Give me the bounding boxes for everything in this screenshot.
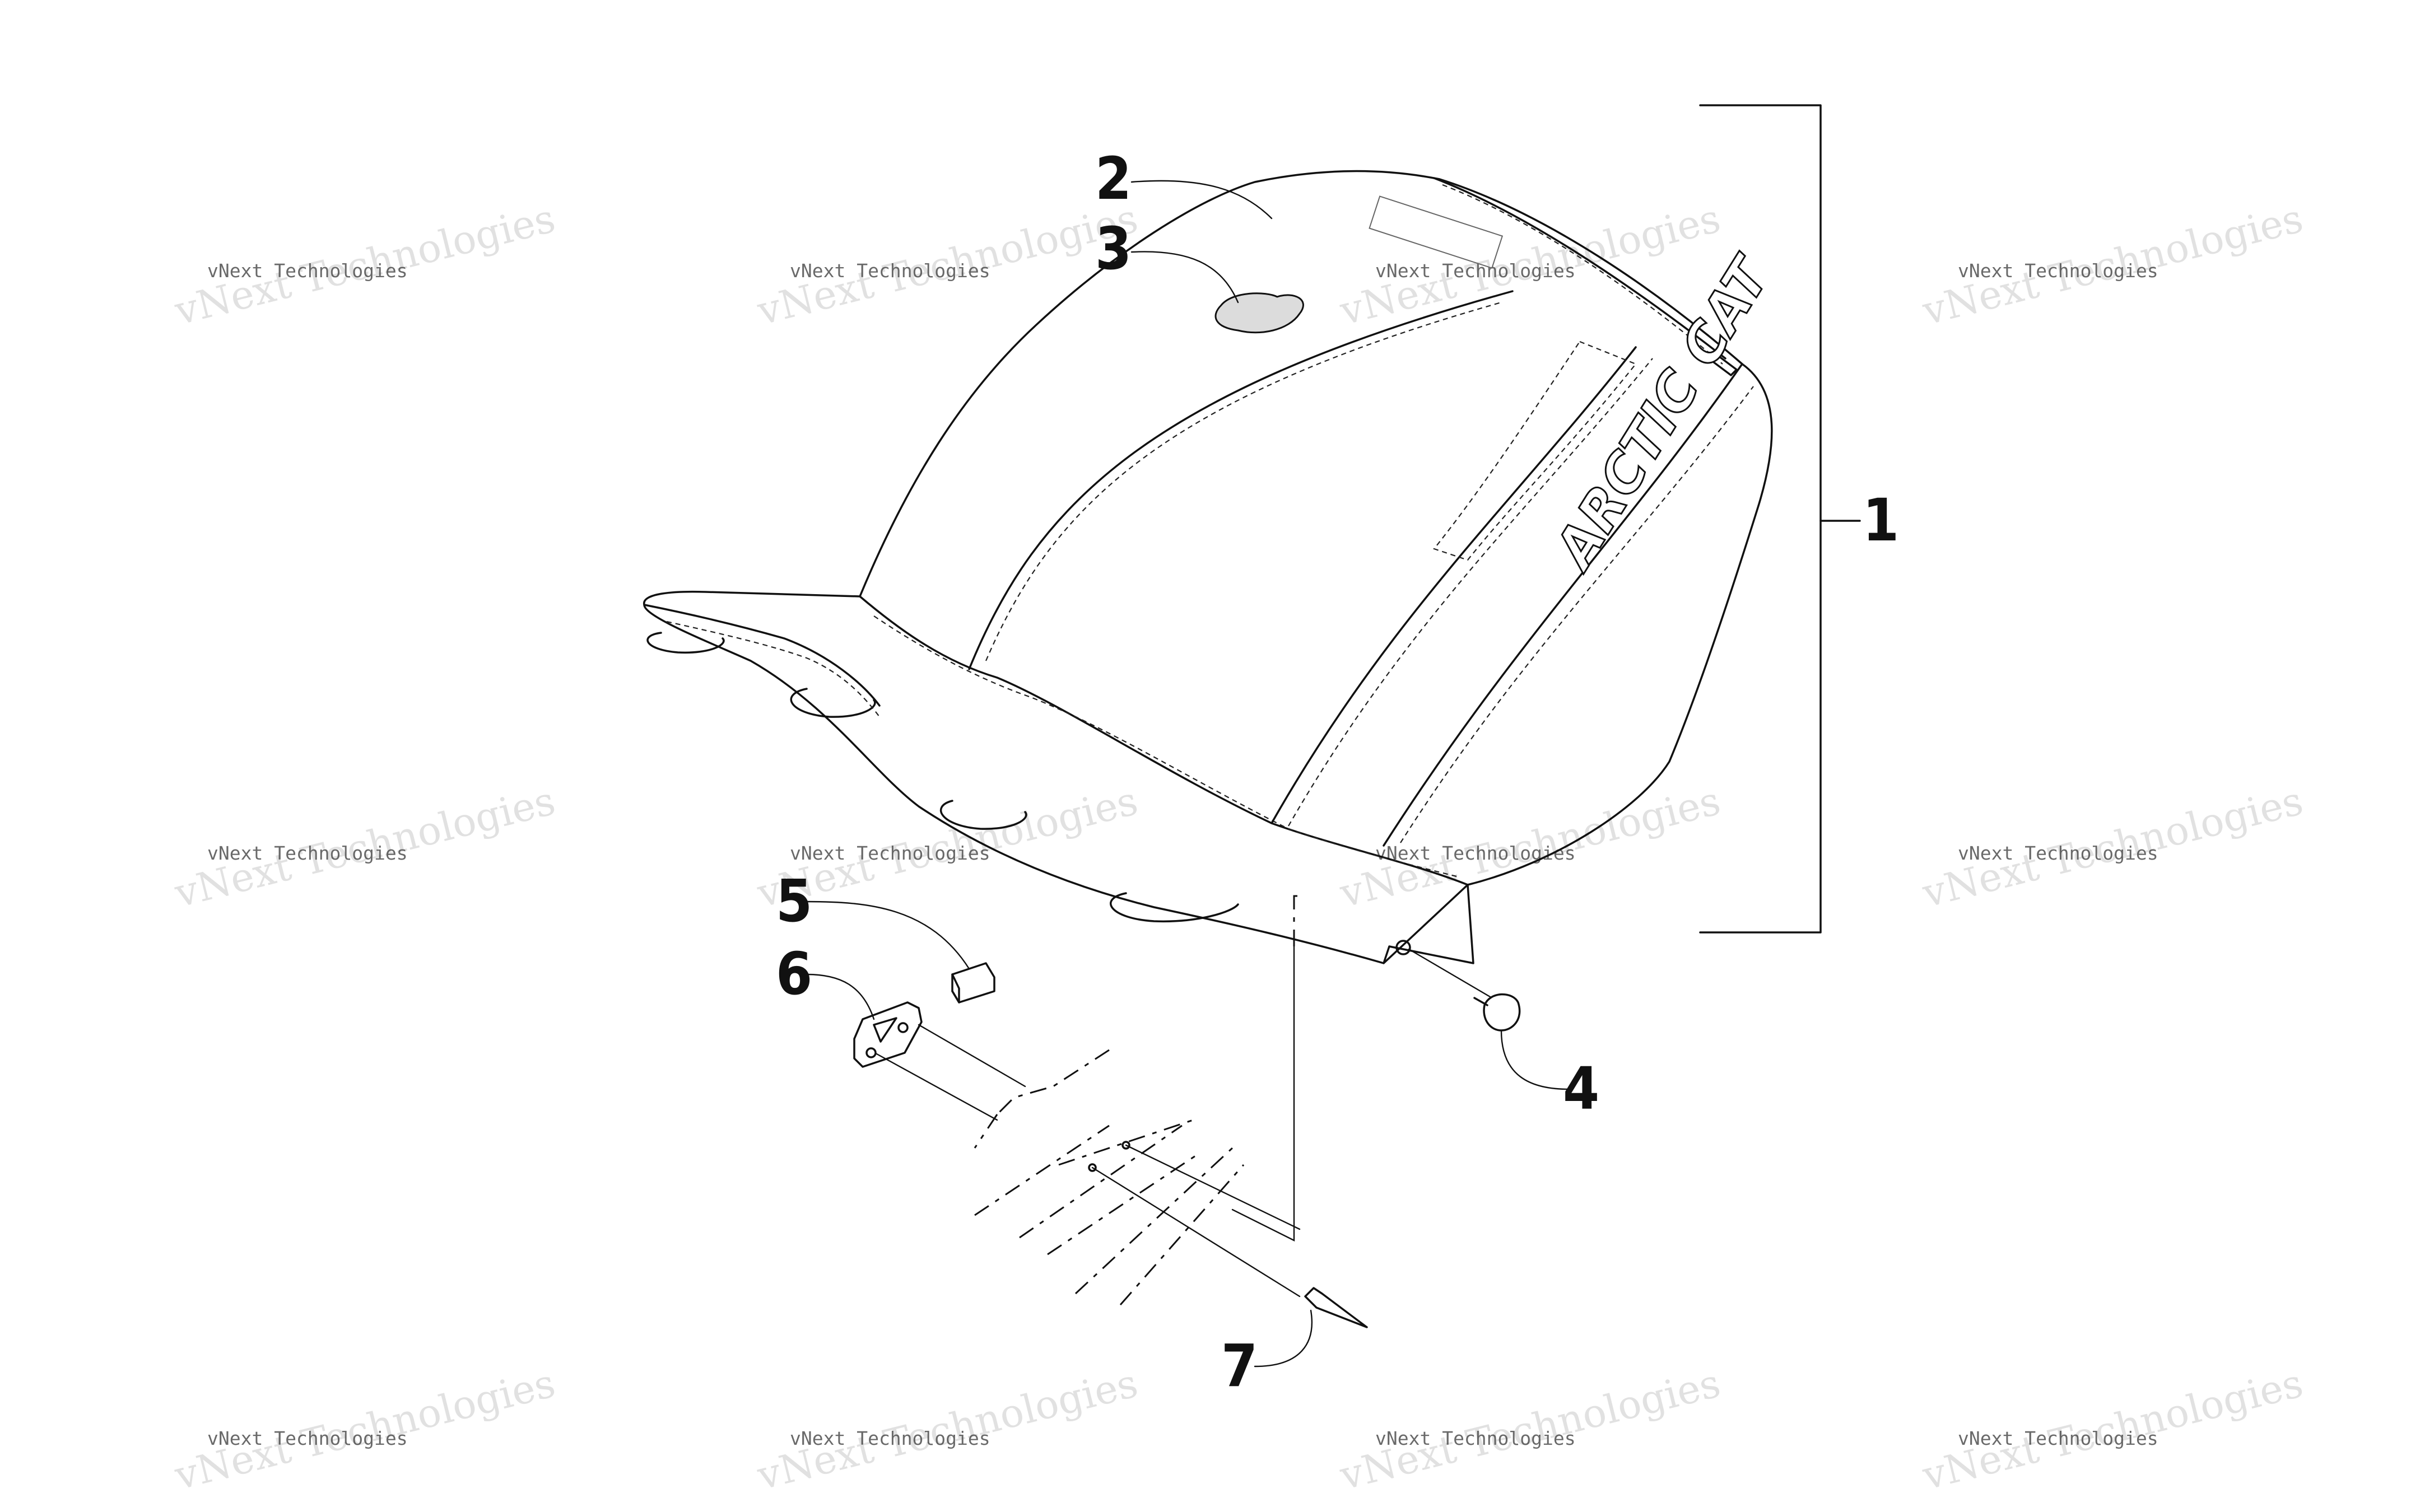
seat-label-patch (1214, 292, 1304, 334)
watermark-small-text: vNext Technologies (207, 1427, 408, 1449)
bracket-line (1699, 104, 1822, 934)
seat-underside-bump (790, 688, 876, 718)
watermark-small-text: vNext Technologies (1958, 260, 2158, 282)
seat-underside-bump (1110, 892, 1239, 923)
surface-dash (974, 1114, 998, 1149)
watermark-small-text: vNext Technologies (207, 842, 408, 864)
seat-underside-bump (940, 800, 1027, 830)
plate-leader-line (918, 1024, 1026, 1088)
seat-rear-corner (1383, 884, 1474, 964)
surface-dash (1047, 1152, 1199, 1256)
screw-shank (1473, 997, 1488, 1006)
callouts: 1 2 3 4 5 6 7 (776, 144, 1899, 1400)
watermark-small-text: vNext Technologies (790, 260, 990, 282)
surface-dash (1293, 895, 1300, 946)
clip-face (951, 973, 960, 1004)
seat-zipper (1433, 177, 1726, 360)
plate-hole (897, 1022, 909, 1033)
seat-stitch-line (873, 615, 1457, 878)
part-plate (853, 1001, 1026, 1121)
part-rivet (1088, 945, 1368, 1328)
surface-dash (996, 1049, 1110, 1116)
leader-7 (1254, 1309, 1313, 1368)
callout-5: 5 (776, 867, 812, 935)
leader-4 (1500, 1029, 1570, 1090)
watermark-small-text: vNext Technologies (790, 842, 990, 864)
callout-7: 7 (1221, 1332, 1258, 1400)
watermark-small-text: vNext Technologies (207, 260, 408, 282)
plate-triangle-hole (873, 1017, 897, 1043)
seat-underside-bump (646, 632, 725, 654)
leader-5 (806, 900, 970, 970)
plate-hole (865, 1047, 877, 1058)
surface-dash (1058, 1119, 1194, 1166)
leader-2 (1130, 180, 1273, 220)
seat-side-panel (968, 290, 1514, 670)
zipper-pull (1707, 352, 1738, 376)
watermark-small-text: vNext Technologies (1958, 842, 2158, 864)
rivet-leader-line (1231, 945, 1295, 1242)
seat-outline (643, 170, 1773, 964)
seat-side-panel (1383, 363, 1743, 847)
surface-dash (1119, 1164, 1245, 1305)
assembly-bracket (1699, 104, 1861, 934)
plate-icon (853, 1001, 923, 1068)
seat-side-stitch (1400, 386, 1754, 843)
rivet-leader-line (1091, 1166, 1301, 1298)
rivet-hole (1121, 1141, 1130, 1150)
leader-6 (806, 973, 875, 1020)
rivet-icon (1304, 1287, 1368, 1328)
screw-leader-line (1408, 948, 1491, 998)
watermark-small-text: vNext Technologies (1375, 260, 1576, 282)
callout-leaders (806, 180, 1570, 1368)
part-clip (951, 962, 995, 1004)
mounting-surface (974, 895, 1300, 1305)
plate-leader-line (876, 1053, 998, 1121)
screw-icon (1483, 993, 1521, 1032)
surface-dash (974, 1124, 1110, 1216)
watermark-small-text: vNext Technologies (1958, 1427, 2158, 1449)
leader-3 (1130, 251, 1239, 304)
seat-front-lip (643, 604, 881, 707)
seat-decal (1369, 195, 1504, 269)
logo-panel-outline (1433, 340, 1637, 561)
seat-stitch-line (666, 620, 880, 717)
seat-side-stitch (1288, 358, 1653, 827)
callout-2: 2 (1095, 144, 1132, 213)
seat-side-stitch (985, 301, 1502, 661)
mount-hole (1395, 940, 1411, 955)
rivet-leader-line (1125, 1144, 1301, 1230)
surface-dash (1074, 1147, 1234, 1295)
callout-6: 6 (776, 940, 812, 1008)
watermark-small-text: vNext Technologies (1375, 842, 1576, 864)
part-screw (1408, 948, 1521, 1032)
callout-4: 4 (1563, 1054, 1599, 1123)
rivet-hole (1088, 1163, 1097, 1172)
callout-1: 1 (1863, 486, 1899, 554)
callout-3: 3 (1095, 214, 1132, 283)
seat-logo-text: ARCTIC CAT (1541, 245, 1784, 581)
seat-side-panel (1270, 346, 1637, 824)
watermark-small-text: vNext Technologies (1375, 1427, 1576, 1449)
watermark-small-text: vNext Technologies (790, 1427, 990, 1449)
surface-dash (1019, 1124, 1183, 1239)
